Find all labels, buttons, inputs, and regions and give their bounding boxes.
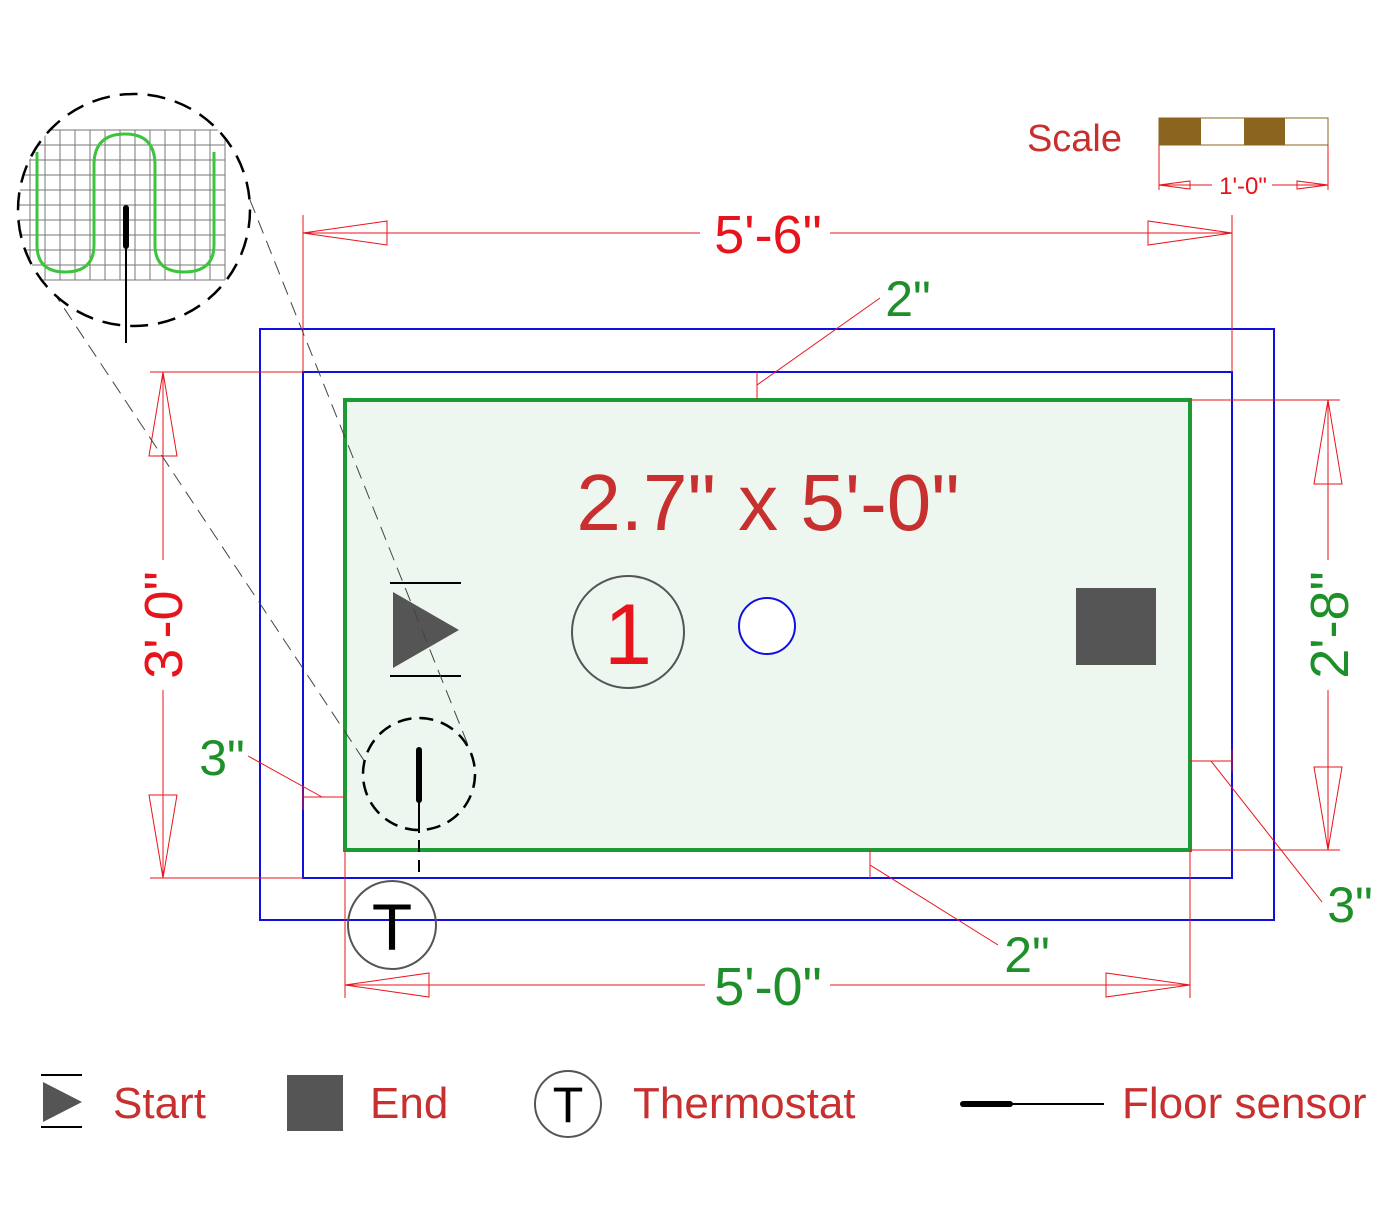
legend-item-thermostat: T Thermostat xyxy=(534,1070,856,1138)
center-marker-icon xyxy=(738,597,796,655)
outer-wall xyxy=(259,328,1275,921)
zone-number-circle xyxy=(571,575,685,689)
mesh-grid xyxy=(18,129,226,281)
legend-item-start: Start xyxy=(41,1074,206,1128)
legend-label-thermostat: Thermostat xyxy=(633,1079,856,1128)
bottom-width-label: 5'-0" xyxy=(714,957,822,1017)
legend-item-end: End xyxy=(287,1075,448,1131)
dimension-bottom-width xyxy=(344,850,1191,998)
margin-leaders xyxy=(247,297,1323,946)
thermostat-legend-glyph: T xyxy=(553,1077,584,1133)
thermostat-icon[interactable]: T xyxy=(347,880,437,970)
end-square-icon xyxy=(287,1075,343,1131)
floor-sensor-icon[interactable] xyxy=(361,716,477,878)
detail-magnifier xyxy=(16,92,252,343)
legend-label-start: Start xyxy=(113,1079,206,1128)
inner-wall xyxy=(302,371,1233,879)
thermostat-legend-icon: T xyxy=(534,1070,602,1138)
scale-label: Scale xyxy=(1027,118,1122,160)
start-triangle-icon xyxy=(41,1074,82,1128)
top-margin-label: 2" xyxy=(885,271,931,327)
heating-cable-loop xyxy=(35,132,216,274)
legend: Start End T Thermostat Floor sensor xyxy=(41,1070,1367,1138)
end-icon[interactable] xyxy=(1076,588,1156,665)
legend-item-floor-sensor: Floor sensor xyxy=(960,1079,1367,1128)
thermostat-glyph: T xyxy=(372,890,412,964)
right-margin-label: 3" xyxy=(1327,877,1373,933)
detail-callout-leaders xyxy=(51,199,471,763)
start-icon[interactable] xyxy=(390,582,461,677)
left-margin-label: 3" xyxy=(199,730,245,786)
top-width-label: 5'-6" xyxy=(714,205,822,265)
scale-length-label: 1'-0" xyxy=(1219,173,1267,200)
zone-size-label: 2.7" x 5'-0" xyxy=(576,458,959,547)
bottom-margin-label: 2" xyxy=(1004,927,1050,983)
right-height-label: 2'-8" xyxy=(1300,571,1360,679)
dimension-right-height xyxy=(1190,399,1343,851)
scale-bar xyxy=(1158,117,1329,190)
dimension-top-width xyxy=(302,215,1233,372)
left-height-label: 3'-0" xyxy=(134,571,194,679)
legend-label-floor-sensor: Floor sensor xyxy=(1122,1079,1367,1128)
legend-label-end: End xyxy=(370,1079,448,1128)
zone-number: 1 xyxy=(604,587,652,683)
dimension-left-height xyxy=(148,371,303,879)
